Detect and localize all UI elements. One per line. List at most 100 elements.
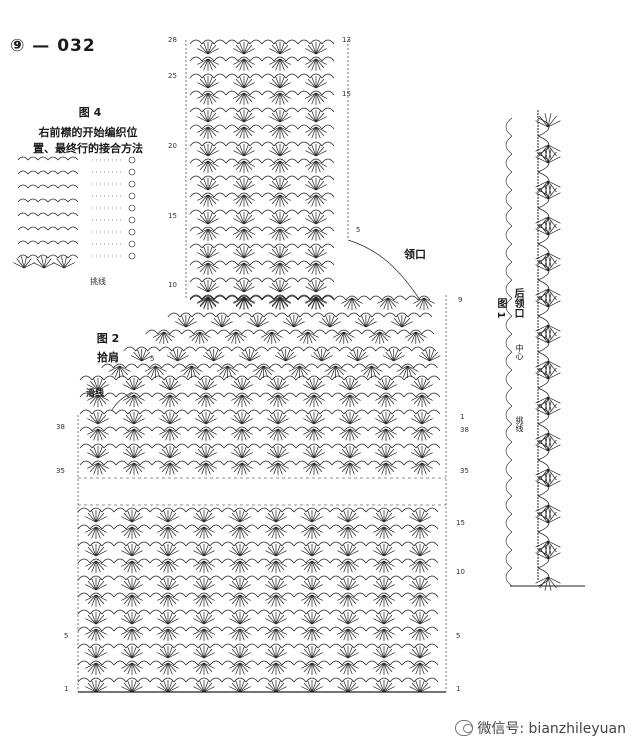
shell-stitch [409, 628, 431, 641]
fig1-edge-arch [505, 297, 513, 317]
fig1-edge-arch [505, 351, 513, 371]
shell-stitch [121, 544, 143, 557]
fig1-shell [537, 261, 550, 281]
shell-stitch [303, 394, 325, 407]
shell-stitch [269, 194, 291, 207]
chain-arch-row [189, 56, 335, 62]
fig1-edge-arch [505, 549, 513, 569]
row-number-right: 13 [342, 36, 351, 44]
shell-stitch [211, 315, 233, 328]
chain-arch-row [189, 73, 335, 79]
fig4-loop [128, 252, 136, 260]
chain-arch-row [189, 294, 335, 300]
shell-stitch [535, 401, 561, 416]
fig1-shell [537, 369, 550, 389]
shell-stitch [267, 378, 289, 391]
shell-stitch [233, 126, 255, 139]
shell-stitch [180, 365, 203, 378]
shell-stitch [233, 178, 255, 191]
shell-stitch [373, 594, 395, 607]
shell-stitch [159, 378, 181, 391]
shell-stitch [535, 540, 561, 555]
shell-stitch [535, 288, 561, 303]
row-number-right: 35 [460, 467, 469, 475]
shell-stitch [265, 680, 287, 693]
fig1-edge-arch [505, 495, 513, 515]
shell-stitch [375, 394, 397, 407]
shell-stitch [157, 612, 179, 625]
shell-stitch [305, 178, 327, 191]
chain-arch-row [189, 277, 335, 283]
shell-stitch [157, 646, 179, 659]
shell-stitch [267, 428, 289, 441]
shell-stitch [229, 560, 251, 573]
shell-stitch [265, 646, 287, 659]
fig1-shell [537, 279, 550, 299]
shell-stitch [121, 578, 143, 591]
shell-stitch [337, 612, 359, 625]
shell-stitch [305, 280, 327, 293]
shell-stitch [409, 526, 431, 539]
shell-stitch [305, 194, 327, 207]
chain-arch-row [189, 124, 335, 130]
shell-stitch [265, 526, 287, 539]
shell-stitch [87, 378, 109, 391]
shell-stitch [301, 646, 323, 659]
shell-stitch [303, 428, 325, 441]
shell-stitch [269, 280, 291, 293]
shell-stitch [197, 58, 219, 71]
shell-stitch [411, 394, 433, 407]
shell-stitch [85, 646, 107, 659]
fig1-edge-arch [505, 171, 513, 191]
shell-stitch [157, 628, 179, 641]
fig1-shell [537, 459, 550, 479]
fig1-shell [537, 189, 550, 209]
shell-stitch [157, 526, 179, 539]
shell-stitch [267, 446, 289, 459]
chain-arch-row [17, 184, 79, 189]
shell-stitch [409, 612, 431, 625]
shell-stitch [157, 578, 179, 591]
shell-stitch [269, 228, 291, 241]
shell-stitch [382, 349, 405, 362]
shell-stitch [535, 180, 561, 195]
shell-stitch [265, 544, 287, 557]
shell-stitch [247, 315, 269, 328]
fig1-shell [537, 405, 550, 425]
fig1-shell [537, 423, 550, 443]
shell-stitch [233, 92, 255, 105]
shell-stitch [13, 256, 35, 269]
row-number-left: 38 [56, 423, 65, 431]
shell-stitch [373, 646, 395, 659]
shell-stitch [341, 297, 363, 310]
shell-stitch [409, 578, 431, 591]
shell-stitch [121, 628, 143, 641]
chain-arch-row [189, 141, 335, 147]
fig1-edge-arch [505, 153, 513, 173]
shell-stitch [87, 446, 109, 459]
shell-stitch [233, 212, 255, 225]
chain-arch-row [77, 507, 439, 513]
shell-stitch [231, 446, 253, 459]
shell-stitch [193, 578, 215, 591]
shell-stitch [121, 680, 143, 693]
fig2-label: 图 2 [96, 332, 120, 345]
shell-stitch [229, 646, 251, 659]
chain-arch-row [17, 254, 79, 259]
fig4-loop [128, 240, 136, 248]
shell-stitch [301, 526, 323, 539]
fig1-shell [537, 567, 550, 587]
shell-stitch [87, 394, 109, 407]
fig1-shell [537, 243, 550, 263]
fig1-edge-arch [505, 423, 513, 443]
shell-stitch [197, 178, 219, 191]
chain-arch-row [145, 329, 435, 335]
shell-stitch [368, 331, 391, 344]
watermark: 微信号: bianzhileyuan [455, 718, 626, 738]
chain-arch-row [17, 198, 79, 203]
shell-stitch [193, 662, 215, 675]
shell-stitch [301, 662, 323, 675]
shell-stitch [319, 315, 341, 328]
chain-arch-row [77, 626, 439, 632]
shell-stitch [197, 110, 219, 123]
